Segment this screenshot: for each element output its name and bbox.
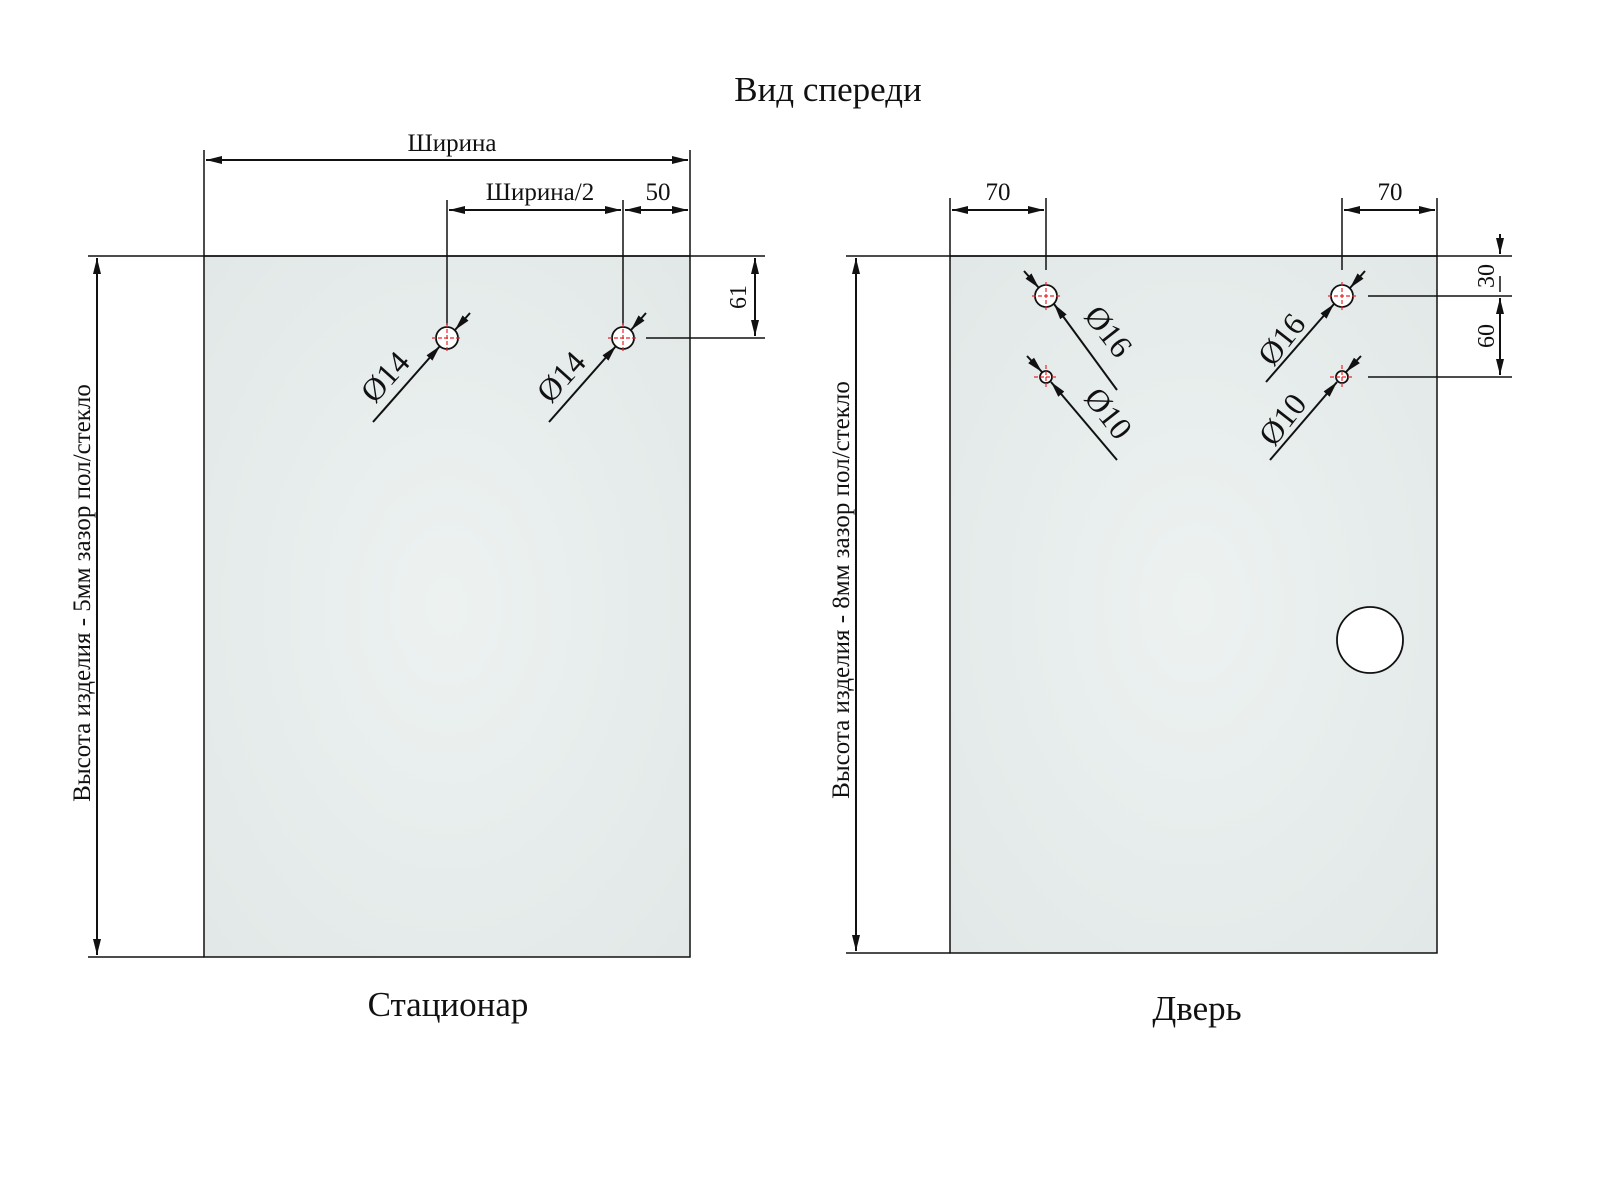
left-offset-label: 70	[986, 179, 1011, 206]
top-offset-label: 30	[1474, 264, 1500, 288]
width-label: Ширина	[408, 130, 497, 157]
right-offset-label: 70	[1378, 179, 1403, 206]
top-offset-label: 61	[726, 285, 752, 309]
stationary-caption: Стационар	[368, 985, 529, 1024]
door-glass	[949, 255, 1438, 954]
view-title: Вид спереди	[734, 70, 922, 109]
half-width-label: Ширина/2	[486, 179, 594, 206]
door-caption: Дверь	[1152, 989, 1241, 1028]
height-label: Высота изделия - 8мм зазор пол/стекло	[828, 381, 855, 799]
handle-hole	[1336, 606, 1404, 674]
edge-offset-label: 50	[646, 179, 671, 206]
stationary-glass	[203, 255, 691, 958]
door-panel: 70 70 30 60 Высота изделия - 8мм зазор п…	[828, 179, 1512, 1028]
height-label: Высота изделия - 5мм зазор пол/стекло	[69, 384, 96, 802]
hole-spacing-label: 60	[1474, 324, 1500, 348]
stationary-panel: Ширина Ширина/2 50 61 Высота изделия - 5…	[69, 130, 765, 1024]
